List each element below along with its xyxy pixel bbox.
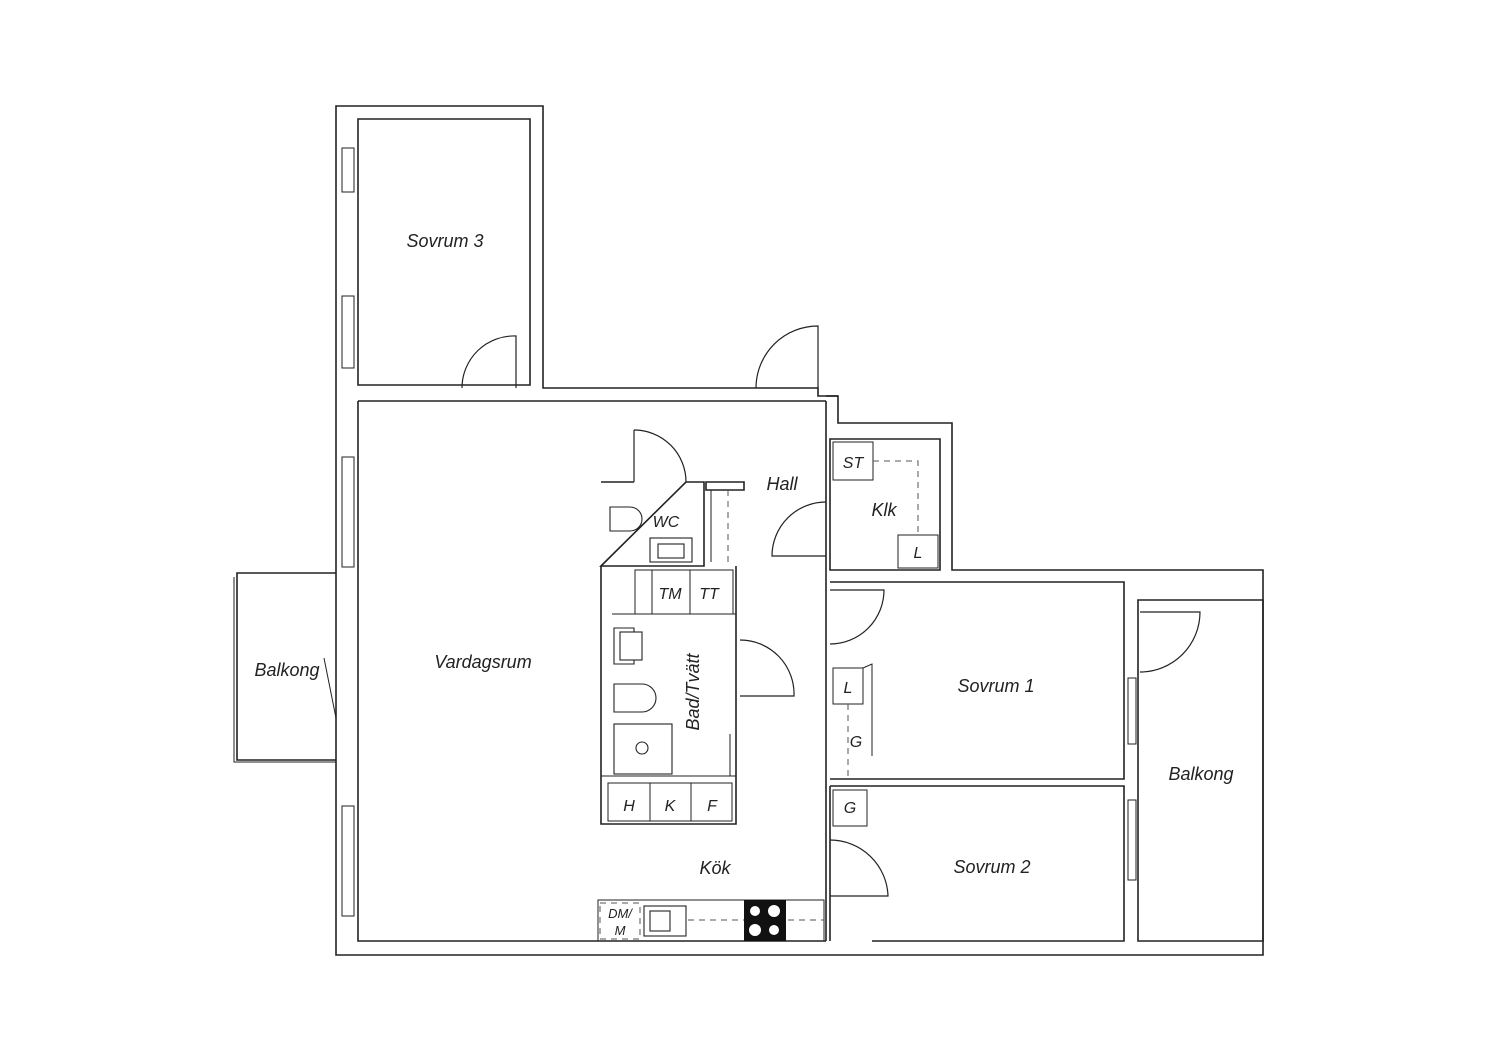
room-label-sovrum3: Sovrum 3 xyxy=(406,231,483,251)
fixture-label-tt: TT xyxy=(699,586,720,603)
room-label-sovrum2: Sovrum 2 xyxy=(953,857,1030,877)
bath-block-walls xyxy=(599,481,745,825)
room-label-vardagsrum: Vardagsrum xyxy=(434,652,531,672)
fixture-label-klk-l: L xyxy=(914,545,923,562)
sanitary-fixtures xyxy=(609,506,693,775)
bedroom-walls xyxy=(829,581,1264,942)
windows-left xyxy=(341,147,1137,917)
fixture-label-sovrum1-l: L xyxy=(844,680,853,697)
room-label-wc: WC xyxy=(653,514,680,531)
fixture-label-f: F xyxy=(707,798,718,815)
klk-walls xyxy=(829,438,941,571)
fixture-label-st: ST xyxy=(843,455,865,472)
hall-walls xyxy=(516,395,838,402)
room-label-sovrum1: Sovrum 1 xyxy=(957,676,1034,696)
fixture-label-sovrum1-g: G xyxy=(850,734,862,751)
fixture-label-sovrum2-g: G xyxy=(844,800,856,817)
room-label-kok: Kök xyxy=(699,858,731,878)
doors xyxy=(461,325,1201,897)
wardrobe-sovrum1 xyxy=(832,663,873,827)
room-label-hall: Hall xyxy=(766,474,798,494)
fixture-label-dm-line2: M xyxy=(615,923,626,938)
balcony-left xyxy=(233,572,337,763)
fixture-label-k: K xyxy=(665,798,677,815)
fixture-label-dm-line1: DM/ xyxy=(608,906,633,921)
room-label-balkong-right: Balkong xyxy=(1168,764,1233,784)
room-label-klk: Klk xyxy=(871,500,897,520)
kitchen-counter xyxy=(597,899,825,942)
fixture-label-tm: TM xyxy=(658,586,682,603)
fixture-label-h: H xyxy=(623,798,635,815)
room-label-bad-tvatt: Bad/Tvätt xyxy=(683,652,703,730)
room-label-balkong-left: Balkong xyxy=(254,660,319,680)
